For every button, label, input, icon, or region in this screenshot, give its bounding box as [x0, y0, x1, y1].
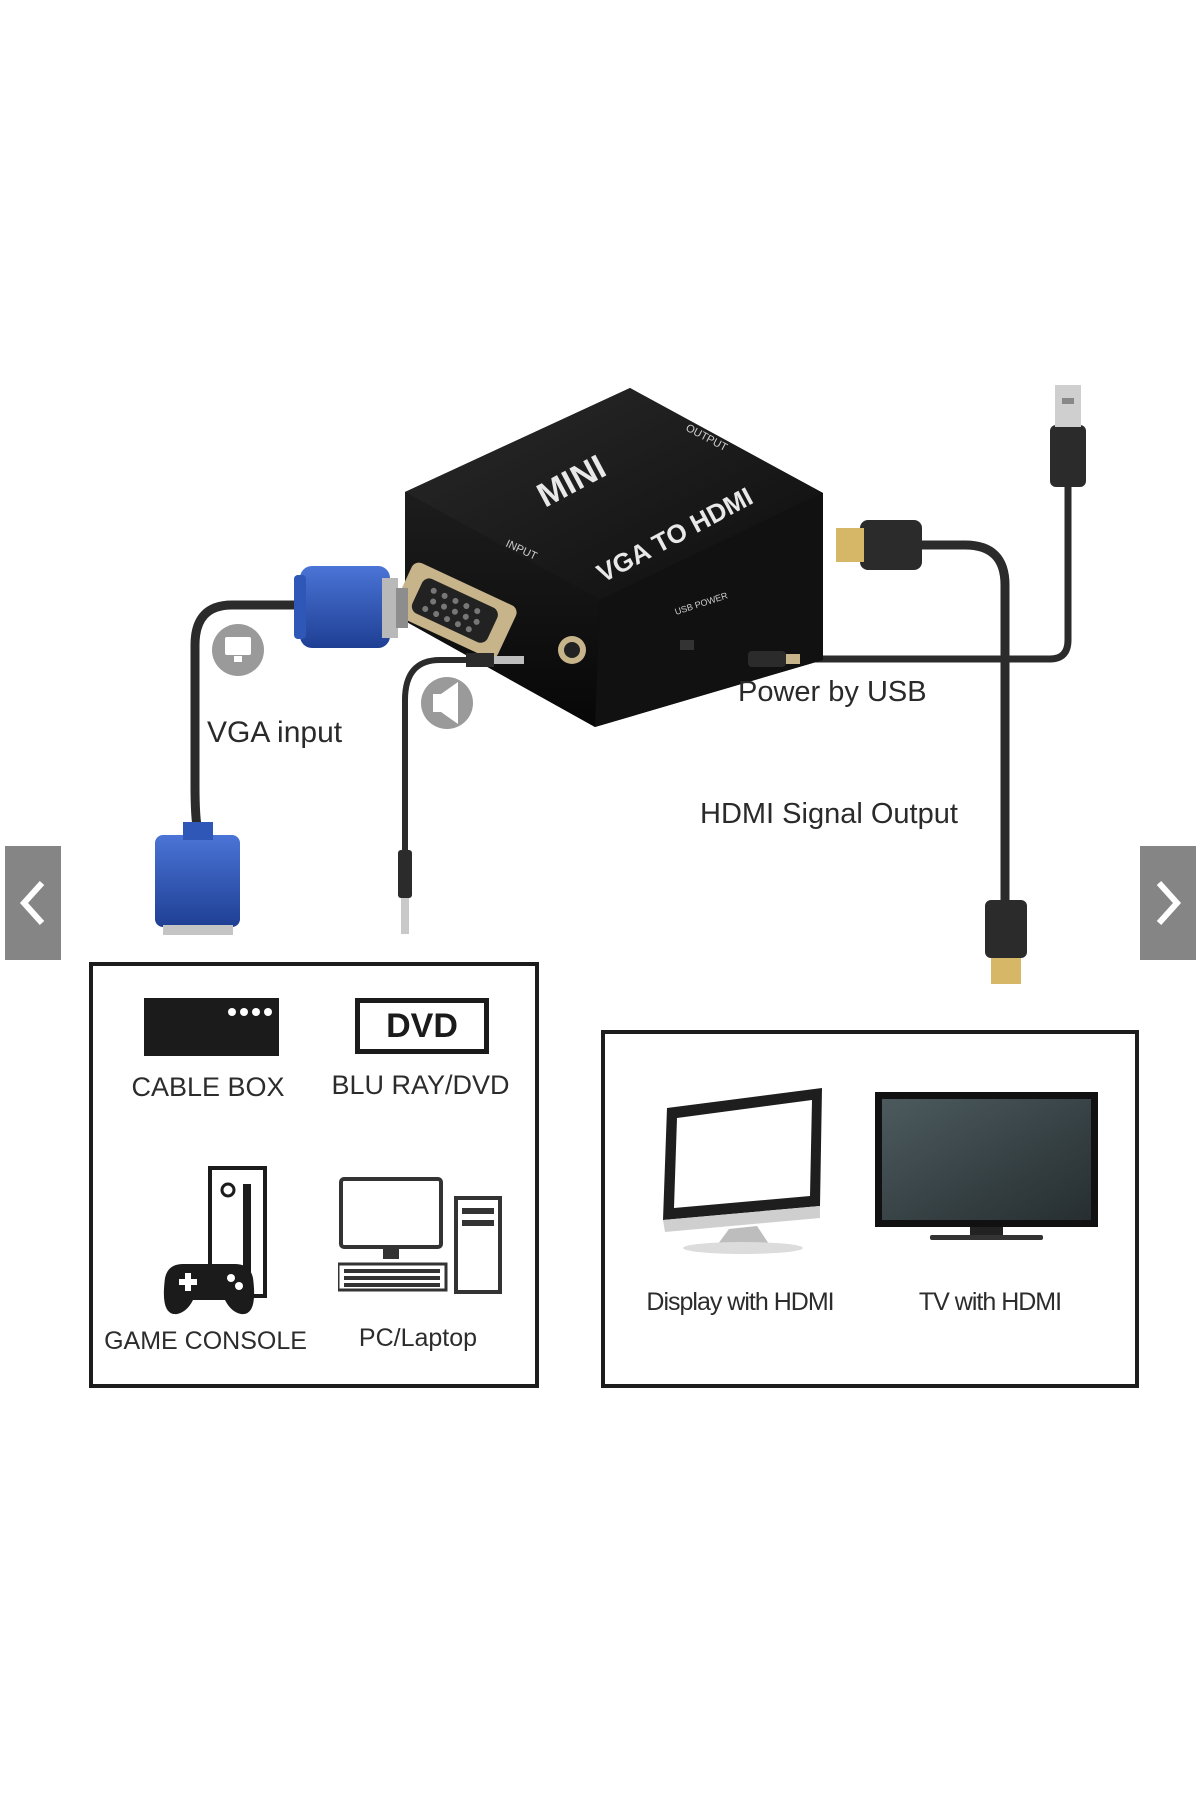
chevron-right-icon — [1156, 880, 1182, 926]
desktop-pc-icon — [338, 1177, 502, 1294]
cable-box-icon — [144, 998, 279, 1056]
prev-button[interactable] — [5, 846, 61, 960]
source-label-game-console: GAME CONSOLE — [104, 1327, 307, 1355]
hdmi-connectors — [836, 520, 1027, 984]
output-label-tv: TV with HDMI — [918, 1288, 1062, 1316]
converter-device: MINI VGA TO HDMI INPUT OUTPUT USB POWER — [393, 388, 823, 727]
audio-jacks — [398, 653, 524, 934]
dvd-player-icon: DVD — [355, 998, 489, 1054]
hdmi-output-label: HDMI Signal Output — [700, 798, 958, 830]
monitor-icon — [663, 1088, 822, 1254]
source-label-pc-laptop: PC/Laptop — [358, 1324, 478, 1352]
output-label-display: Display with HDMI — [646, 1288, 834, 1316]
speaker-badge-icon — [421, 677, 473, 729]
dvd-badge-text: DVD — [386, 1006, 458, 1045]
source-devices-panel: CABLE BOX DVD BLU RAY/DVD GAME CONSOLE P… — [89, 962, 539, 1388]
usb-connector — [748, 385, 1086, 667]
monitor-badge-icon — [212, 624, 264, 676]
source-label-dvd: BLU RAY/DVD — [331, 1070, 510, 1100]
vga-connector-top — [294, 566, 408, 648]
source-label-cable-box: CABLE BOX — [131, 1072, 285, 1102]
vga-connector-bottom — [155, 822, 240, 935]
tv-icon — [875, 1092, 1098, 1240]
game-console-icon — [163, 1166, 267, 1315]
chevron-left-icon — [19, 880, 45, 926]
vga-input-label: VGA input — [207, 716, 343, 749]
power-usb-label: Power by USB — [738, 676, 927, 708]
output-devices-panel: Display with HDMI TV with HDMI — [601, 1030, 1139, 1388]
next-button[interactable] — [1140, 846, 1196, 960]
